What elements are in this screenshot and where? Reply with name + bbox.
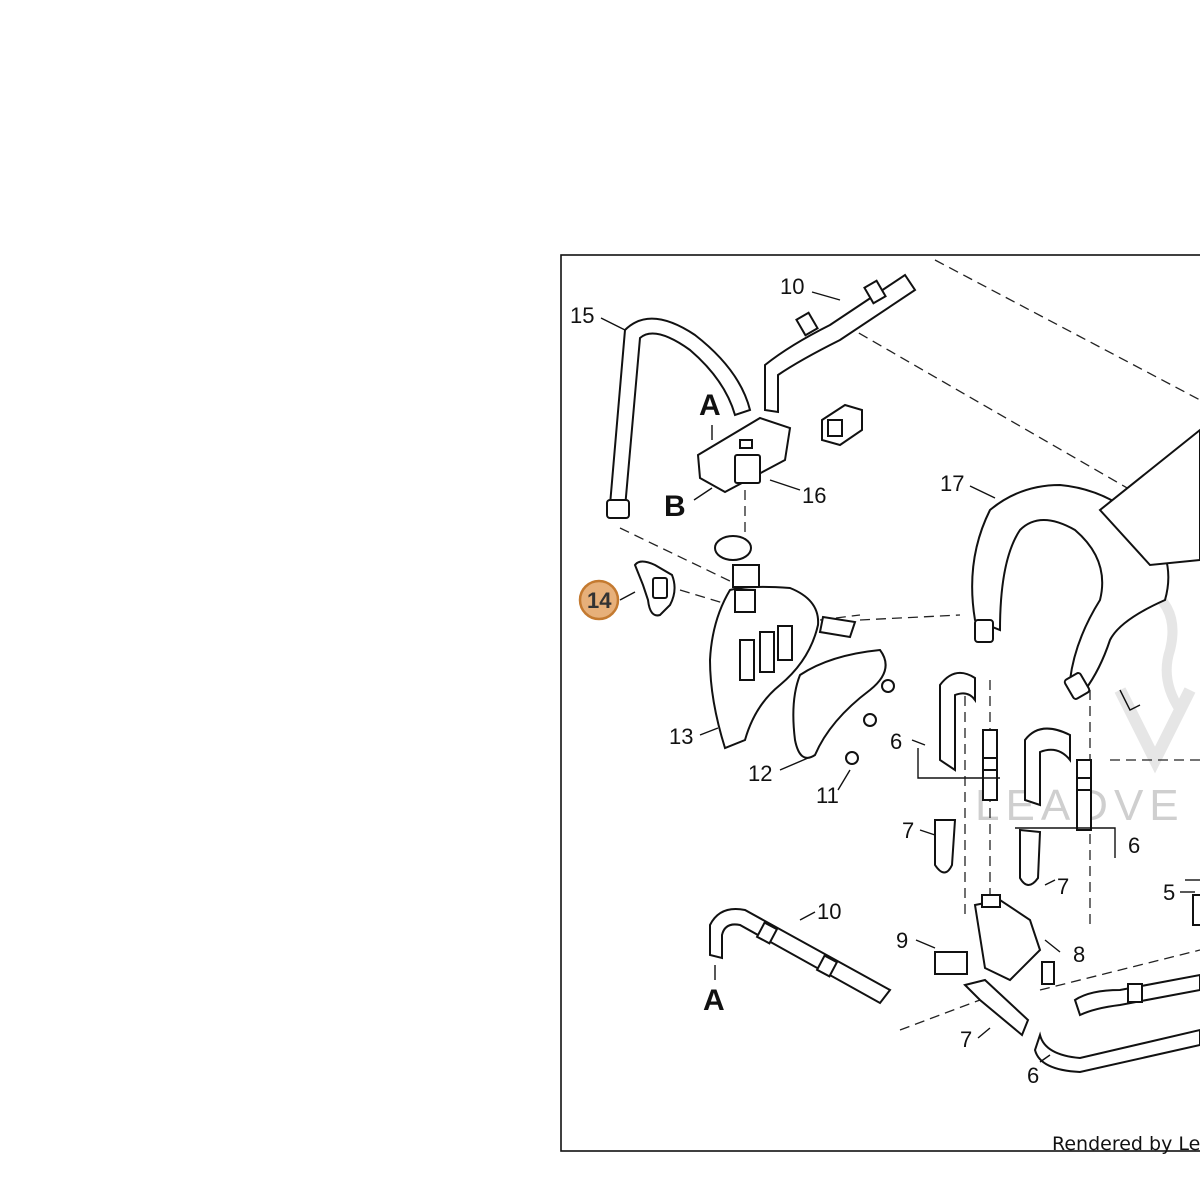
part-17-harness-pad — [971, 428, 1200, 711]
label-part-16: 16 — [802, 483, 826, 508]
part-12-pad — [792, 615, 887, 759]
part-11-screws — [845, 679, 895, 765]
label-part-5: 5 — [1163, 880, 1175, 905]
part-6-lower-strap — [1033, 879, 1200, 1074]
callout-part-14-highlight[interactable]: 14 — [578, 579, 620, 621]
part-8-9-center-buckle — [934, 894, 1055, 985]
label-part-8: 8 — [1073, 942, 1085, 967]
label-part-7-middle: 7 — [1057, 874, 1069, 899]
assembly-dashed-lines — [619, 259, 1200, 1031]
part-10-lower-strap — [709, 908, 892, 1005]
label-ref-a-bottom: A — [703, 984, 725, 1017]
label-part-12: 12 — [748, 761, 772, 786]
label-part-10-bottom: 10 — [817, 899, 841, 924]
part-10-upper-strap — [764, 273, 917, 414]
part-15-shoulder-strap — [606, 317, 752, 519]
label-part-6-bottom: 6 — [1027, 1063, 1039, 1088]
leader-lines — [600, 291, 1195, 1063]
label-ref-a-top: A — [699, 389, 721, 422]
part-6-straps-middle — [917, 671, 1116, 858]
part-16-buckle — [696, 403, 863, 494]
label-part-7-left: 7 — [902, 818, 914, 843]
label-part-9: 9 — [896, 928, 908, 953]
label-part-6-middle: 6 — [890, 729, 902, 754]
label-part-17: 17 — [940, 471, 964, 496]
label-part-6-right: 6 — [1128, 833, 1140, 858]
label-part-13: 13 — [669, 724, 693, 749]
watermark-logo-icon — [1114, 585, 1196, 774]
label-part-7-bottom: 7 — [960, 1027, 972, 1052]
label-part-11: 11 — [816, 783, 839, 808]
part-14-clip — [633, 560, 676, 617]
part-7-buckles — [934, 819, 1042, 1037]
label-part-10-top: 10 — [780, 274, 804, 299]
diagram-frame — [560, 254, 1200, 1152]
label-part-15: 15 — [570, 303, 594, 328]
render-credit: Rendered by LeadV — [1052, 1133, 1200, 1155]
part-13-back-plate — [708, 535, 820, 750]
label-ref-b: B — [664, 490, 686, 523]
label-part-14: 14 — [587, 588, 612, 613]
highlight-circle — [578, 579, 620, 621]
